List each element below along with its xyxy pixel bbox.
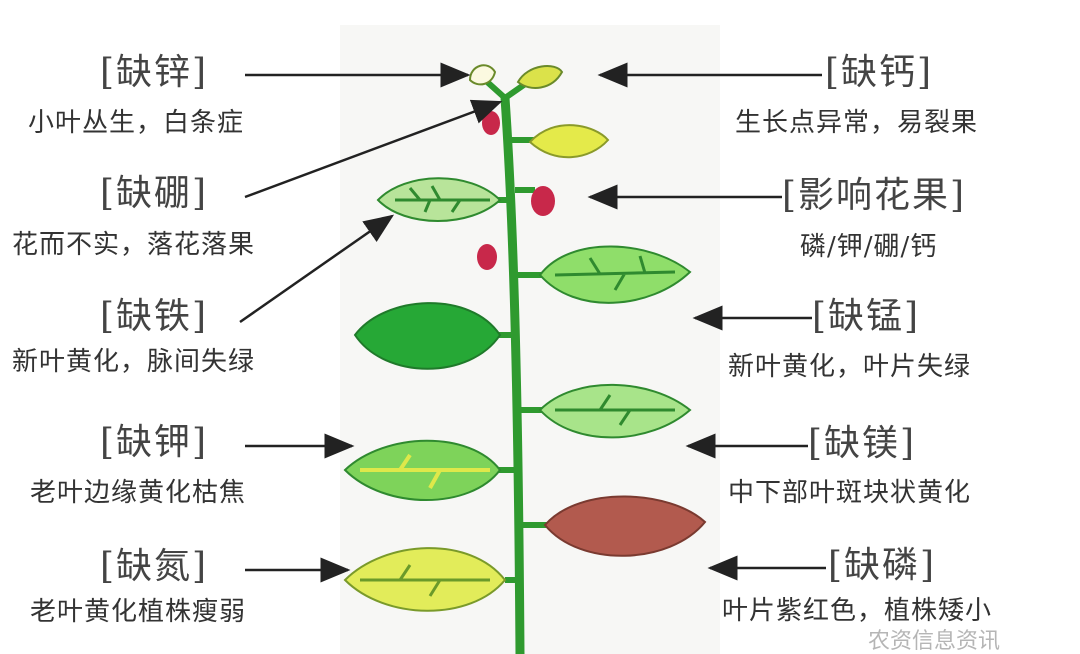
desc-calcium: 生长点异常，易裂果 bbox=[735, 108, 979, 138]
desc-iron: 新叶黄化，脉间失绿 bbox=[12, 347, 256, 377]
berry bbox=[531, 186, 555, 216]
label-boron: [缺硼] bbox=[100, 173, 209, 214]
leaf-yellow bbox=[528, 124, 610, 159]
label-manganese: [缺锰] bbox=[812, 296, 921, 337]
desc-boron: 花而不实，落花落果 bbox=[12, 230, 256, 260]
label-calcium: [缺钙] bbox=[825, 52, 934, 93]
leaf-manganese-veins bbox=[554, 255, 676, 291]
arrow-boron bbox=[244, 99, 503, 199]
leaf-phosphorus bbox=[543, 495, 707, 557]
berry bbox=[482, 111, 500, 135]
label-phosphorus: [缺磷] bbox=[828, 545, 937, 586]
desc-magnesium: 中下部叶斑块状黄化 bbox=[728, 478, 972, 508]
desc-nitrogen: 老叶黄化植株瘦弱 bbox=[30, 597, 247, 627]
label-magnesium: [缺镁] bbox=[808, 423, 917, 464]
desc-manganese: 新叶黄化，叶片失绿 bbox=[728, 352, 972, 382]
label-flower-fruit: [影响花果] bbox=[782, 175, 967, 216]
stem bbox=[500, 97, 525, 654]
watermark: 农资信息资讯 bbox=[868, 629, 1001, 654]
label-iron: [缺铁] bbox=[100, 296, 209, 337]
leaf-calcium-top bbox=[516, 65, 564, 89]
leaf-boron-veins bbox=[395, 185, 490, 213]
leaf-magnesium-veins bbox=[555, 394, 675, 426]
desc-potassium: 老叶边缘黄化枯焦 bbox=[30, 478, 247, 508]
leaf-iron bbox=[353, 302, 502, 370]
desc-zinc: 小叶丛生，白条症 bbox=[28, 108, 245, 138]
desc-flower-fruit: 磷/钾/硼/钙 bbox=[800, 232, 938, 262]
desc-phosphorus: 叶片紫红色，植株矮小 bbox=[722, 596, 993, 626]
leaf-nitrogen-veins bbox=[360, 564, 490, 597]
label-nitrogen: [缺氮] bbox=[100, 546, 209, 587]
leaf-zinc bbox=[468, 64, 497, 86]
berry bbox=[477, 244, 497, 270]
arrow-iron bbox=[239, 214, 395, 324]
label-zinc: [缺锌] bbox=[100, 52, 209, 93]
label-potassium: [缺钾] bbox=[100, 422, 209, 463]
leaf-potassium-veins bbox=[360, 453, 490, 489]
